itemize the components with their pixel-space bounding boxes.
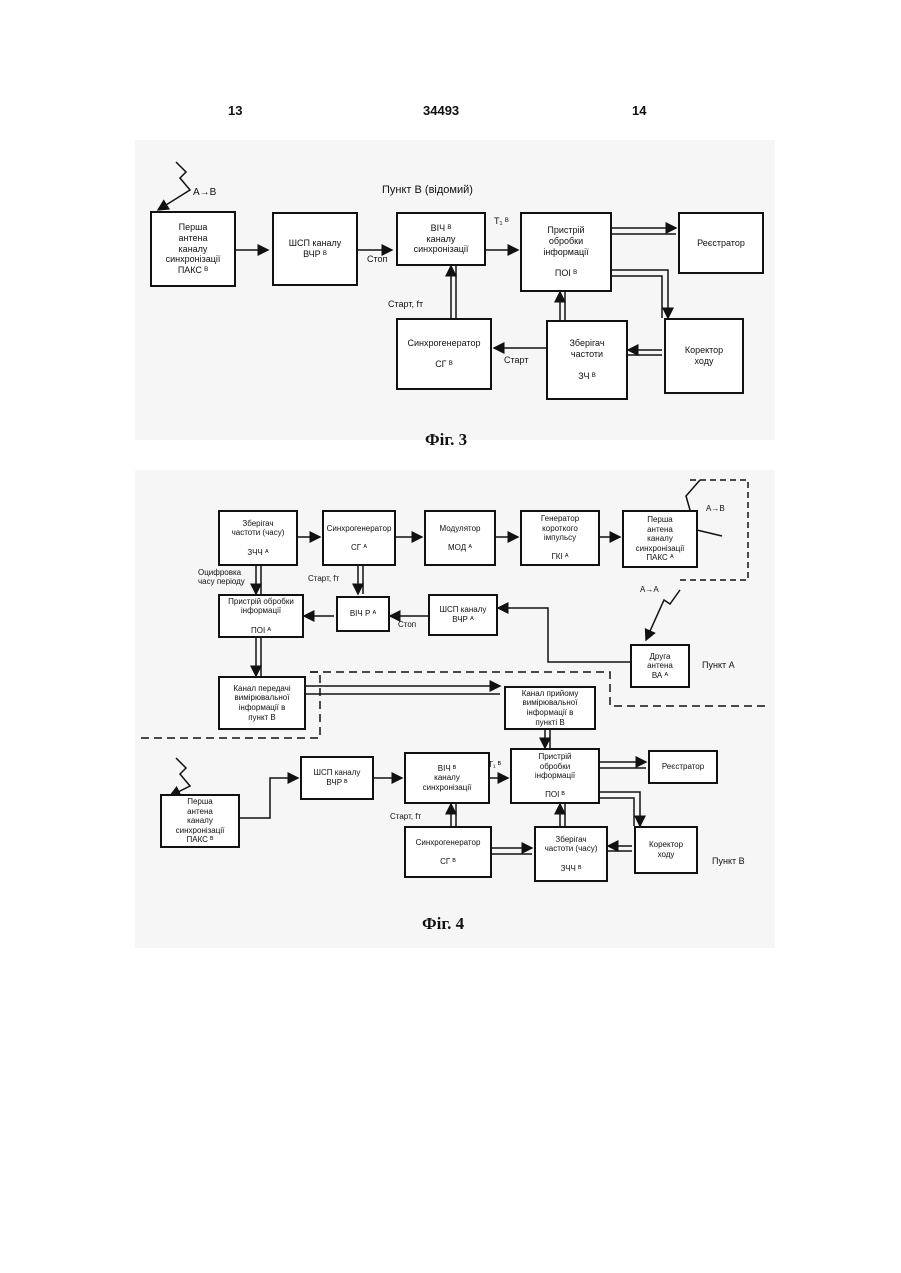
- fig4-korektor-b-block: Коректор ходу: [634, 826, 698, 874]
- fig3-point-title: Пункт В (відомий): [382, 184, 473, 197]
- fig3-vich-block: ВІЧ ᴮ каналу синхронізації: [396, 212, 486, 266]
- fig4-mod-a-block: Модулятор МОД ᴬ: [424, 510, 496, 566]
- fig4-paks-b-block: Перша антена каналу синхронізації ПАКС ᴮ: [160, 794, 240, 848]
- fig4-poi-b-block: Пристрій обробки інформації ПОІ ᴮ: [510, 748, 600, 804]
- fig4-kanal-tx-block: Канал передачі вимірювальної інформації …: [218, 676, 306, 730]
- fig3-registrator-block: Реєстратор: [678, 212, 764, 274]
- fig4-registrator-b-block: Реєстратор: [648, 750, 718, 784]
- fig4-poi-a-block: Пристрій обробки інформації ПОІ ᴬ: [218, 594, 304, 638]
- fig4-vich-b-block: ВІЧ ᴮ каналу синхронізації: [404, 752, 490, 804]
- fig3-poi-block: Пристрій обробки інформації ПОІ ᴮ: [520, 212, 612, 292]
- fig3-zch-block: Зберігач частоти ЗЧ ᴮ: [546, 320, 628, 400]
- fig4-sg-a-block: Синхрогенератор СГ ᴬ: [322, 510, 396, 566]
- fig4-sg-b-block: Синхрогенератор СГ ᴮ: [404, 826, 492, 878]
- fig4-dra-a-block: Друга антена ВА ᴬ: [630, 644, 690, 688]
- fig3-antenna-block: Перша антена каналу синхронізації ПАКС ᴮ: [150, 211, 236, 287]
- fig3-caption: Фіг. 3: [425, 430, 467, 450]
- fig4-shsp-a-block: ШСП каналу ВЧР ᴬ: [428, 594, 498, 636]
- fig4-signal-aa-label: А→А: [640, 585, 659, 594]
- fig4-start-ft-a-label: Старт, fт: [308, 574, 339, 583]
- fig4-gki-a-block: Генератор короткого імпульсу ГКІ ᴬ: [520, 510, 600, 566]
- fig4-zchch-a-block: Зберігач частоти (часу) ЗЧЧ ᴬ: [218, 510, 298, 566]
- fig4-paks-a-block: Перша антена каналу синхронізації ПАКС ᴬ: [622, 510, 698, 568]
- fig4-otsyfrovka-label: Оцифровка часу періоду: [198, 568, 245, 586]
- fig3-shsp-block: ШСП каналу ВЧР ᴮ: [272, 212, 358, 286]
- fig3-sg-block: Синхрогенератор СГ ᴮ: [396, 318, 492, 390]
- fig4-shsp-b-block: ШСП каналу ВЧР ᴮ: [300, 756, 374, 800]
- fig4-point-a-label: Пункт А: [702, 660, 735, 670]
- fig4-caption: Фіг. 4: [422, 914, 464, 934]
- fig4-signal-ab-label: А→В: [706, 504, 725, 513]
- fig3-korektor-block: Коректор ходу: [664, 318, 744, 394]
- fig3-start-ft-label: Старт, fт: [388, 299, 423, 309]
- fig4-stop-a-label: Стоп: [398, 620, 416, 629]
- fig3-start-label: Старт: [504, 355, 528, 365]
- fig4-start-ft-b-label: Старт, fт: [390, 812, 421, 821]
- fig3-stop-label: Стоп: [367, 254, 387, 264]
- fig4-t1-b-label: T₁ ᴮ: [488, 760, 501, 769]
- fig4-zchch-b-block: Зберігач частоти (часу) ЗЧЧ ᴮ: [534, 826, 608, 882]
- fig3-signal-label: А→В: [193, 187, 216, 199]
- fig4-point-b-label: Пункт В: [712, 856, 745, 866]
- fig3-t1-label: T₁ ᴮ: [494, 216, 509, 226]
- fig4-vichr-a-block: ВІЧ Р ᴬ: [336, 596, 390, 632]
- fig4-kanal-rx-block: Канал прийому вимірювальної інформації в…: [504, 686, 596, 730]
